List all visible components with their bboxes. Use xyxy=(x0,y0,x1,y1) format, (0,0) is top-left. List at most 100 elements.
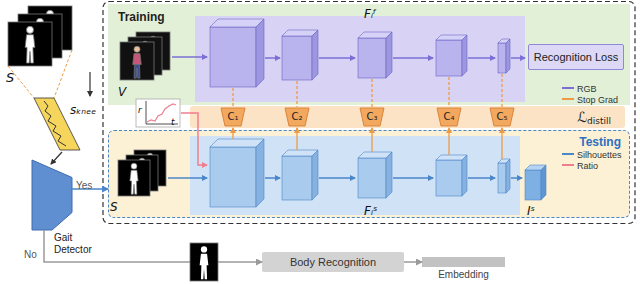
silhouette-feature-cubes xyxy=(436,160,462,196)
stop-grad-lines xyxy=(448,77,449,107)
module-shape xyxy=(437,108,461,126)
input-stack xyxy=(25,26,35,63)
detector-shape xyxy=(32,160,72,230)
ratio-chart xyxy=(136,99,180,127)
legend-item: RGB xyxy=(562,81,597,95)
silhouette-flow-arrows xyxy=(511,177,522,179)
compress-module: C₃ xyxy=(360,108,384,126)
stop-grad-lines xyxy=(371,79,372,107)
embedding-label: Embedding xyxy=(422,269,505,281)
person-crop xyxy=(200,246,209,279)
silhouette-feature-cubes xyxy=(498,163,506,193)
silhouette-feature-cubes xyxy=(282,156,312,200)
panel-title: Testing xyxy=(579,135,621,149)
stop-grad-lines xyxy=(232,88,233,107)
input-symbol-holder: S xyxy=(6,68,14,86)
feature-bands xyxy=(195,16,525,102)
module-shape xyxy=(221,108,245,126)
distill-arrows xyxy=(371,128,372,152)
silhouette-frames xyxy=(130,163,138,194)
silhouette-flow-arrows xyxy=(265,177,280,179)
feature-bands xyxy=(190,136,520,215)
rgb-feature-cubes xyxy=(210,19,510,87)
detector-shape xyxy=(32,160,72,230)
legend-line xyxy=(562,164,574,166)
knee-slice xyxy=(51,152,62,164)
silhouette-flow-arrows xyxy=(319,177,355,179)
flow-connector xyxy=(404,261,422,263)
rgb-flow-arrows xyxy=(468,57,495,59)
axis-label: r xyxy=(138,105,142,115)
axis-label: t xyxy=(171,117,175,127)
module-label: C₄ xyxy=(444,111,455,123)
knee-slice xyxy=(89,72,90,96)
module-shape xyxy=(285,108,309,126)
distill-band: ℒdistillC₁C₂C₃C₄C₅ xyxy=(190,106,625,128)
compress-module: C₁ xyxy=(221,108,245,126)
box-label: Body Recognition xyxy=(290,256,376,269)
silhouette-feature-cubes xyxy=(210,139,264,147)
stop-grad-lines xyxy=(233,74,502,107)
knee-symbol-holder: sₖₙₑₑ xyxy=(70,100,96,118)
rgb-flow-arrows xyxy=(265,57,280,59)
legend-text: RGB xyxy=(577,84,597,94)
input-symbol: V xyxy=(118,85,126,99)
legend-line xyxy=(562,153,574,155)
knee-symbol: sₖₙₑₑ xyxy=(70,103,96,117)
branch-label-holder: No xyxy=(24,244,37,262)
ratio-flow-arrow xyxy=(181,113,207,165)
module-label: C₁ xyxy=(228,111,239,123)
silhouette-flow-arrows xyxy=(168,177,522,179)
distill-arrows xyxy=(448,128,449,155)
compress-module: C₄ xyxy=(437,108,461,126)
body-recognition-box: Body Recognition xyxy=(262,252,404,272)
rgb-flow-arrows xyxy=(172,57,525,58)
rgb-frames xyxy=(133,46,142,78)
module-label: C₂ xyxy=(292,111,303,123)
silhouette-flow-arrows xyxy=(168,177,207,179)
silhouette-feature-cubes xyxy=(358,158,386,198)
rgb-feature-cubes xyxy=(282,36,312,80)
stop-grad-lines xyxy=(296,81,297,107)
loss-subscript: distill xyxy=(587,116,611,126)
rgb-feature-cubes xyxy=(210,27,256,87)
legend-text: Ratio xyxy=(577,161,598,171)
legend-line xyxy=(562,98,574,100)
outer-frame xyxy=(103,2,635,224)
silhouette-feature-cubes xyxy=(525,170,541,200)
rgb-feature-cubes xyxy=(506,39,510,73)
rgb-feature-cubes xyxy=(498,43,506,73)
axis-label-holder: r xyxy=(138,99,142,117)
knee-slice xyxy=(54,50,72,98)
silhouette-frames xyxy=(118,150,166,196)
feature-symbol-holder: Fᵢᶠ xyxy=(364,4,377,22)
rgb-frames xyxy=(120,42,154,80)
silhouette-feature-cubes xyxy=(210,139,546,207)
stop-grad-lines xyxy=(501,74,502,107)
silhouette-feature-cubes xyxy=(256,139,264,207)
module-shape xyxy=(490,108,514,126)
silhouette-feature-cubes xyxy=(386,152,392,198)
input-symbol: S xyxy=(6,70,14,85)
gait-detector: Gait Detector xyxy=(32,160,72,230)
module-label: C₅ xyxy=(497,111,508,123)
input-symbol: S xyxy=(110,200,118,214)
rgb-feature-cubes xyxy=(358,38,386,78)
compress-module: C₂ xyxy=(285,108,309,126)
input-symbol-holder: V xyxy=(118,82,126,100)
knee-slice xyxy=(44,101,66,146)
output-symbol: Iˢ xyxy=(527,204,535,218)
rgb-flow-arrows xyxy=(393,57,433,59)
box-label: Recognition Loss xyxy=(534,51,618,64)
compress-module: C₅ xyxy=(490,108,514,126)
branch-label: No xyxy=(24,249,37,260)
detector-label: Gait Detector xyxy=(54,232,104,256)
feature-symbol: Fᵢˢ xyxy=(364,204,378,218)
rgb-frames xyxy=(120,32,170,80)
outer-frame xyxy=(103,2,635,224)
feature-bands xyxy=(190,16,525,215)
legend-item: Silhouettes xyxy=(562,147,622,161)
module-label: C₃ xyxy=(367,111,378,123)
